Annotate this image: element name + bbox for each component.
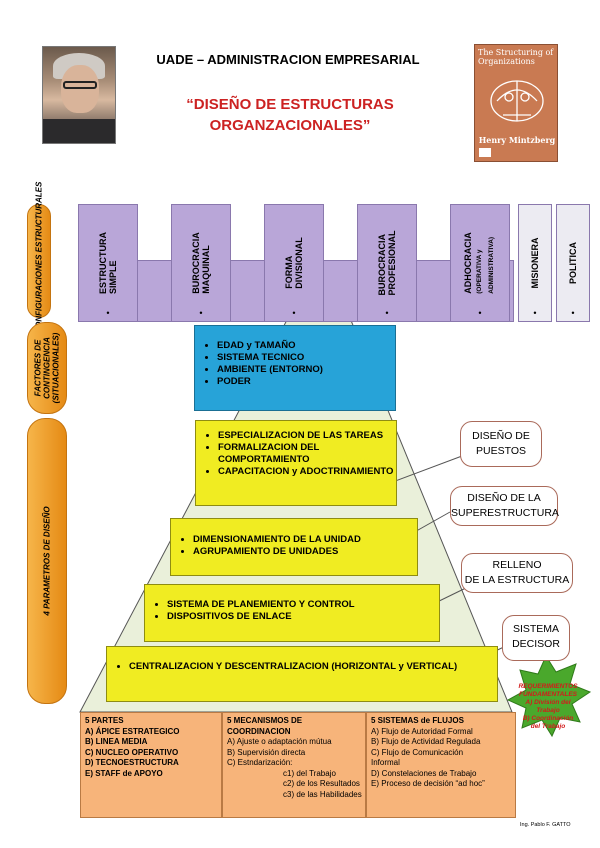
factor-item: AMBIENTE (ENTORNO) [217,364,395,376]
page-subtitle: “DISEÑO DE ESTRUCTURAS ORGANZACIONALES” [186,96,394,134]
requirements-star [506,654,592,738]
coordination-mechanisms-box: 5 MECANISMOS DE COORDINACION A) Ajuste o… [222,712,366,818]
factor-item: PODER [217,376,395,388]
author-portrait [42,46,116,144]
parts-box: 5 PARTES A) ÁPICE ESTRATEGICO B) LINEA M… [80,712,222,818]
page-title: UADE – ADMINISTRACION EMPRESARIAL [156,52,420,67]
parameters-group-superstructure: DIMENSIONAMIENTO DE LA UNIDAD AGRUPAMIEN… [170,518,418,576]
config-politica: POLITICA• [556,204,590,322]
parameters-group-decision-system: CENTRALIZACION Y DESCENTRALIZACION (HORI… [106,646,498,702]
factor-item: EDAD y TAMAÑO [217,340,395,352]
config-misionera: MISIONERA• [518,204,552,322]
contingency-label: FACTORES DE CONTINGENCIA (SITUACIONALES) [27,322,67,414]
design-parameters-label: 4 PARAMETROS DE DISEÑO [27,418,67,704]
flow-systems-box: 5 SISTEMAS de FLUJOS A) Flujo de Autorid… [366,712,516,818]
requirements-text: REQUERIMIENTOS FUNDAMENTALES A) División… [518,683,578,730]
parameters-group-linkages: SISTEMA DE PLANEMIENTO Y CONTROL DISPOSI… [144,584,440,642]
parameters-group-positions: ESPECIALIZACION DE LAS TAREAS FORMALIZAC… [195,420,397,506]
book-cover: The Structuring of Organizations Henry M… [474,44,558,162]
factor-item: SISTEMA TECNICO [217,352,395,364]
contingency-factors-box: EDAD y TAMAÑO SISTEMA TECNICO AMBIENTE (… [194,325,396,411]
author-credit: Ing. Pablo F. GATTO [520,822,571,828]
configurations-label: 5 CONFIGURACIONES ESTRUCTURALES [27,182,51,340]
